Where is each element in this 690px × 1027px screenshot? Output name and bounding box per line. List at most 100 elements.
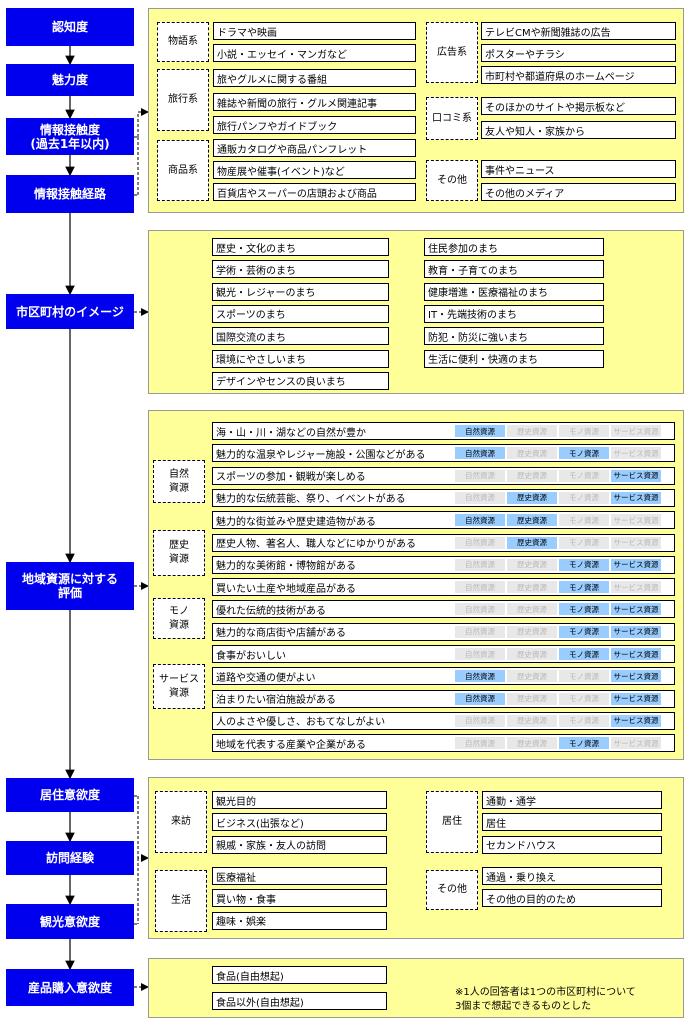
list-item: 食品以外(自由想起) [212, 992, 387, 1010]
list-item: セカンドハウス [482, 835, 662, 854]
stage-box: 居住意欲度 [6, 778, 134, 812]
list-item: 通勤・通学 [482, 791, 662, 809]
resource-tag: モノ資源 [559, 714, 609, 727]
resource-tag: 歴史資源 [507, 603, 557, 616]
resource-tag: サービス資源 [611, 670, 661, 683]
resource-tag: 歴史資源 [507, 491, 557, 504]
list-item: 防犯・防災に強いまち [424, 327, 604, 346]
resource-tag: 自然資源 [455, 425, 505, 437]
resource-tag: 歴史資源 [507, 692, 557, 705]
footnote: ※1人の回答者は1つの市区町村について 3個まで想起できるものとした [455, 987, 636, 1012]
list-item: 通過・乗り換え [482, 867, 662, 885]
resource-tag: 歴史資源 [507, 447, 557, 460]
group-label: 来訪 [155, 791, 207, 853]
list-item: ポスターやチラシ [481, 44, 676, 62]
resource-tag: 自然資源 [455, 581, 505, 594]
resource-tag: 歴史資源 [507, 581, 557, 594]
list-item: ビジネス(出張など) [212, 813, 387, 832]
resource-tag: サービス資源 [611, 514, 661, 527]
resource-tag: 自然資源 [455, 714, 505, 727]
resource-tag: 自然資源 [455, 625, 505, 638]
list-item: 食品(自由想起) [212, 966, 387, 984]
list-item: 親戚・家族・友人の訪問 [212, 835, 387, 854]
resource-tag: サービス資源 [611, 625, 661, 638]
resource-tag: 歴史資源 [507, 536, 557, 549]
resource-tag: モノ資源 [559, 536, 609, 549]
dashed-link-visit [137, 796, 149, 862]
resource-tag: サービス資源 [611, 447, 661, 460]
resource-tag: 歴史資源 [507, 714, 557, 727]
resource-tag: 歴史資源 [507, 425, 557, 437]
resource-tag: 歴史資源 [507, 514, 557, 527]
list-item: その他の目的のため [482, 889, 662, 908]
stage-box: 観光意欲度 [6, 904, 134, 939]
list-item: テレビCMや新聞雑誌の広告 [481, 22, 676, 40]
group-label: 商品系 [157, 140, 209, 201]
resource-tag: サービス資源 [611, 737, 661, 750]
resource-tag: サービス資源 [611, 491, 661, 504]
list-item: 旅やグルメに関する番組 [213, 69, 416, 87]
resource-tag: 歴史資源 [507, 558, 557, 571]
list-item: 事件やニュース [481, 160, 676, 178]
resource-tag: モノ資源 [559, 581, 609, 594]
group-label: 物語系 [157, 22, 209, 62]
resource-tag: サービス資源 [611, 692, 661, 705]
stage-box: 情報接触度 (過去1年以内) [6, 118, 134, 155]
group-label: 生活 [155, 870, 207, 932]
stage-box: 訪問経験 [6, 841, 134, 875]
group-label: 口コミ系 [426, 97, 478, 140]
resource-tag: 歴史資源 [507, 648, 557, 660]
resource-tag: モノ資源 [559, 603, 609, 616]
resource-tag: サービス資源 [611, 714, 661, 727]
stage-box: 魅力度 [6, 64, 134, 96]
group-label: モノ 資源 [153, 598, 205, 639]
resource-tag: モノ資源 [559, 469, 609, 482]
group-label: 旅行系 [157, 69, 209, 131]
resource-tag: 歴史資源 [507, 469, 557, 482]
resource-tag: モノ資源 [559, 670, 609, 683]
resource-tag: 自然資源 [455, 536, 505, 549]
list-item: 物産展や催事(イベント)など [213, 161, 416, 179]
list-item: そのほかのサイトや掲示板など [481, 97, 676, 115]
resource-tag: 自然資源 [455, 670, 505, 683]
stage-box: 産品購入意欲度 [6, 969, 134, 1006]
group-label: 居住 [426, 791, 478, 853]
resource-tag: サービス資源 [611, 536, 661, 549]
resource-tag: モノ資源 [559, 514, 609, 527]
resource-tag: モノ資源 [559, 648, 609, 660]
resource-tag: モノ資源 [559, 737, 609, 750]
list-item: 生活に便利・快適のまち [424, 349, 604, 368]
dashed-link-contact [137, 108, 149, 137]
stage-box: 市区町村のイメージ [6, 294, 134, 329]
resource-tag: 自然資源 [455, 603, 505, 616]
list-item: 観光目的 [212, 791, 387, 809]
list-item: 教育・子育てのまち [424, 260, 604, 279]
stage-box: 認知度 [6, 8, 134, 46]
resource-tag: モノ資源 [559, 692, 609, 705]
group-label: 自然 資源 [153, 460, 205, 503]
resource-tag: 自然資源 [455, 558, 505, 571]
group-label: その他 [426, 870, 478, 910]
resource-tag: 自然資源 [455, 447, 505, 460]
group-label: その他 [426, 160, 478, 201]
resource-tag: モノ資源 [559, 625, 609, 638]
resource-tag: 歴史資源 [507, 670, 557, 683]
list-item: ドラマや映画 [213, 22, 416, 40]
list-item: 市町村や都道府県のホームページ [481, 66, 676, 84]
group-label: 広告系 [426, 22, 478, 83]
resource-tag: サービス資源 [611, 603, 661, 616]
list-item: 健康増進・医療福祉のまち [424, 282, 604, 301]
resource-tag: 歴史資源 [507, 625, 557, 638]
list-item: スポーツのまち [212, 304, 389, 323]
list-item: IT・先端技術のまち [424, 304, 604, 323]
resource-tag: モノ資源 [559, 447, 609, 460]
list-item: 旅行パンフやガイドブック [213, 116, 416, 134]
resource-tag: 自然資源 [455, 491, 505, 504]
list-item: 趣味・娯楽 [212, 911, 387, 930]
list-item: 友人や知人・家族から [481, 121, 676, 139]
list-item: 医療福祉 [212, 867, 387, 885]
resource-tag: サービス資源 [611, 425, 661, 437]
list-item: その他のメディア [481, 183, 676, 201]
resource-tag: 自然資源 [455, 737, 505, 750]
